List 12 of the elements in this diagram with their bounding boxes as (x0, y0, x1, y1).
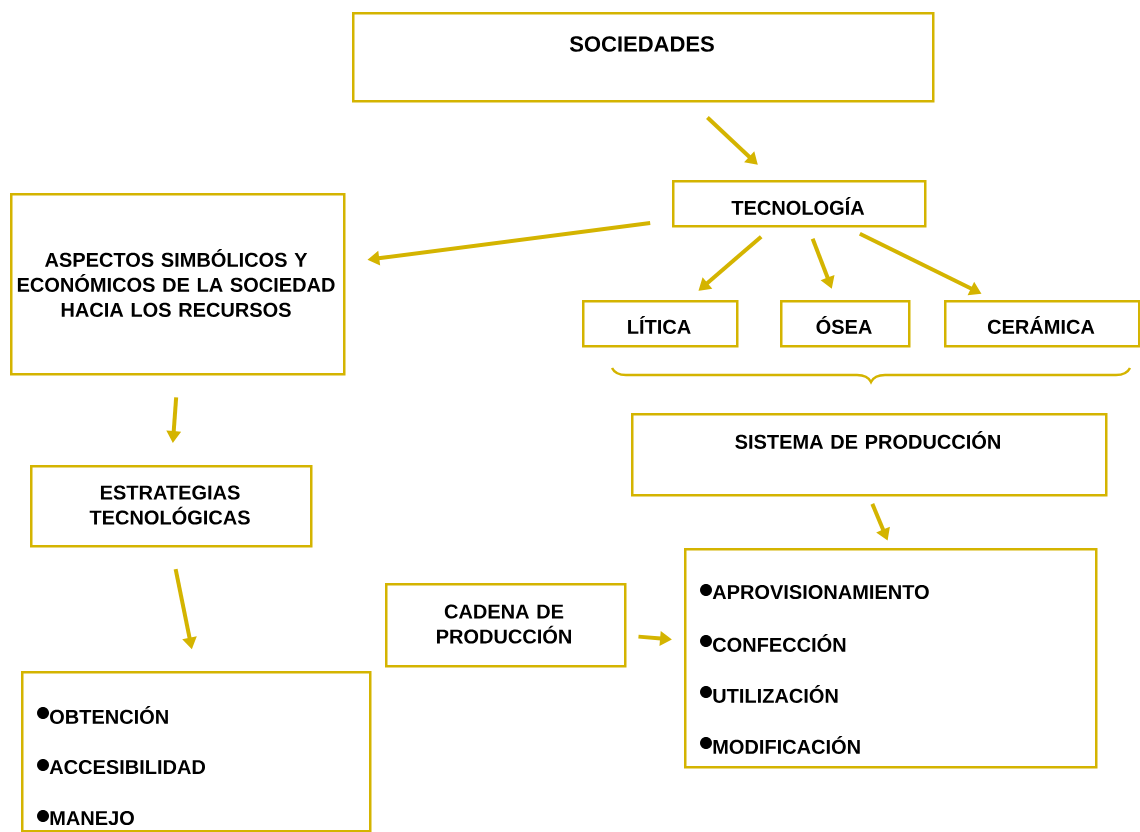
arrow (706, 116, 758, 165)
text-box: LÍTICA (582, 300, 739, 348)
text-box: ESTRATEGIAS TECNOLÓGICAS (30, 465, 313, 548)
text-box: ASPECTOS SIMBÓLICOS Y ECONÓMICOS DE LA SOCIEDAD HACIA LOS RECURSOS (10, 193, 346, 376)
text-box: ÓSEA (780, 300, 911, 348)
list-box: OBTENCIÓN ACCESIBILIDAD MANEJO (21, 671, 372, 832)
text-box: CERÁMICA (944, 300, 1140, 348)
text-box: CADENA DE PRODUCCIÓN (385, 583, 627, 668)
list-box: APROVISIONAMIENTO CONFECCIÓN UTILIZACIÓN MODIFICACIÓN (684, 548, 1098, 769)
text-box: SISTEMA DE PRODUCCIÓN (631, 413, 1108, 497)
text-box: SOCIEDADES (352, 12, 935, 103)
text-box: TECNOLOGÍA (672, 180, 927, 228)
